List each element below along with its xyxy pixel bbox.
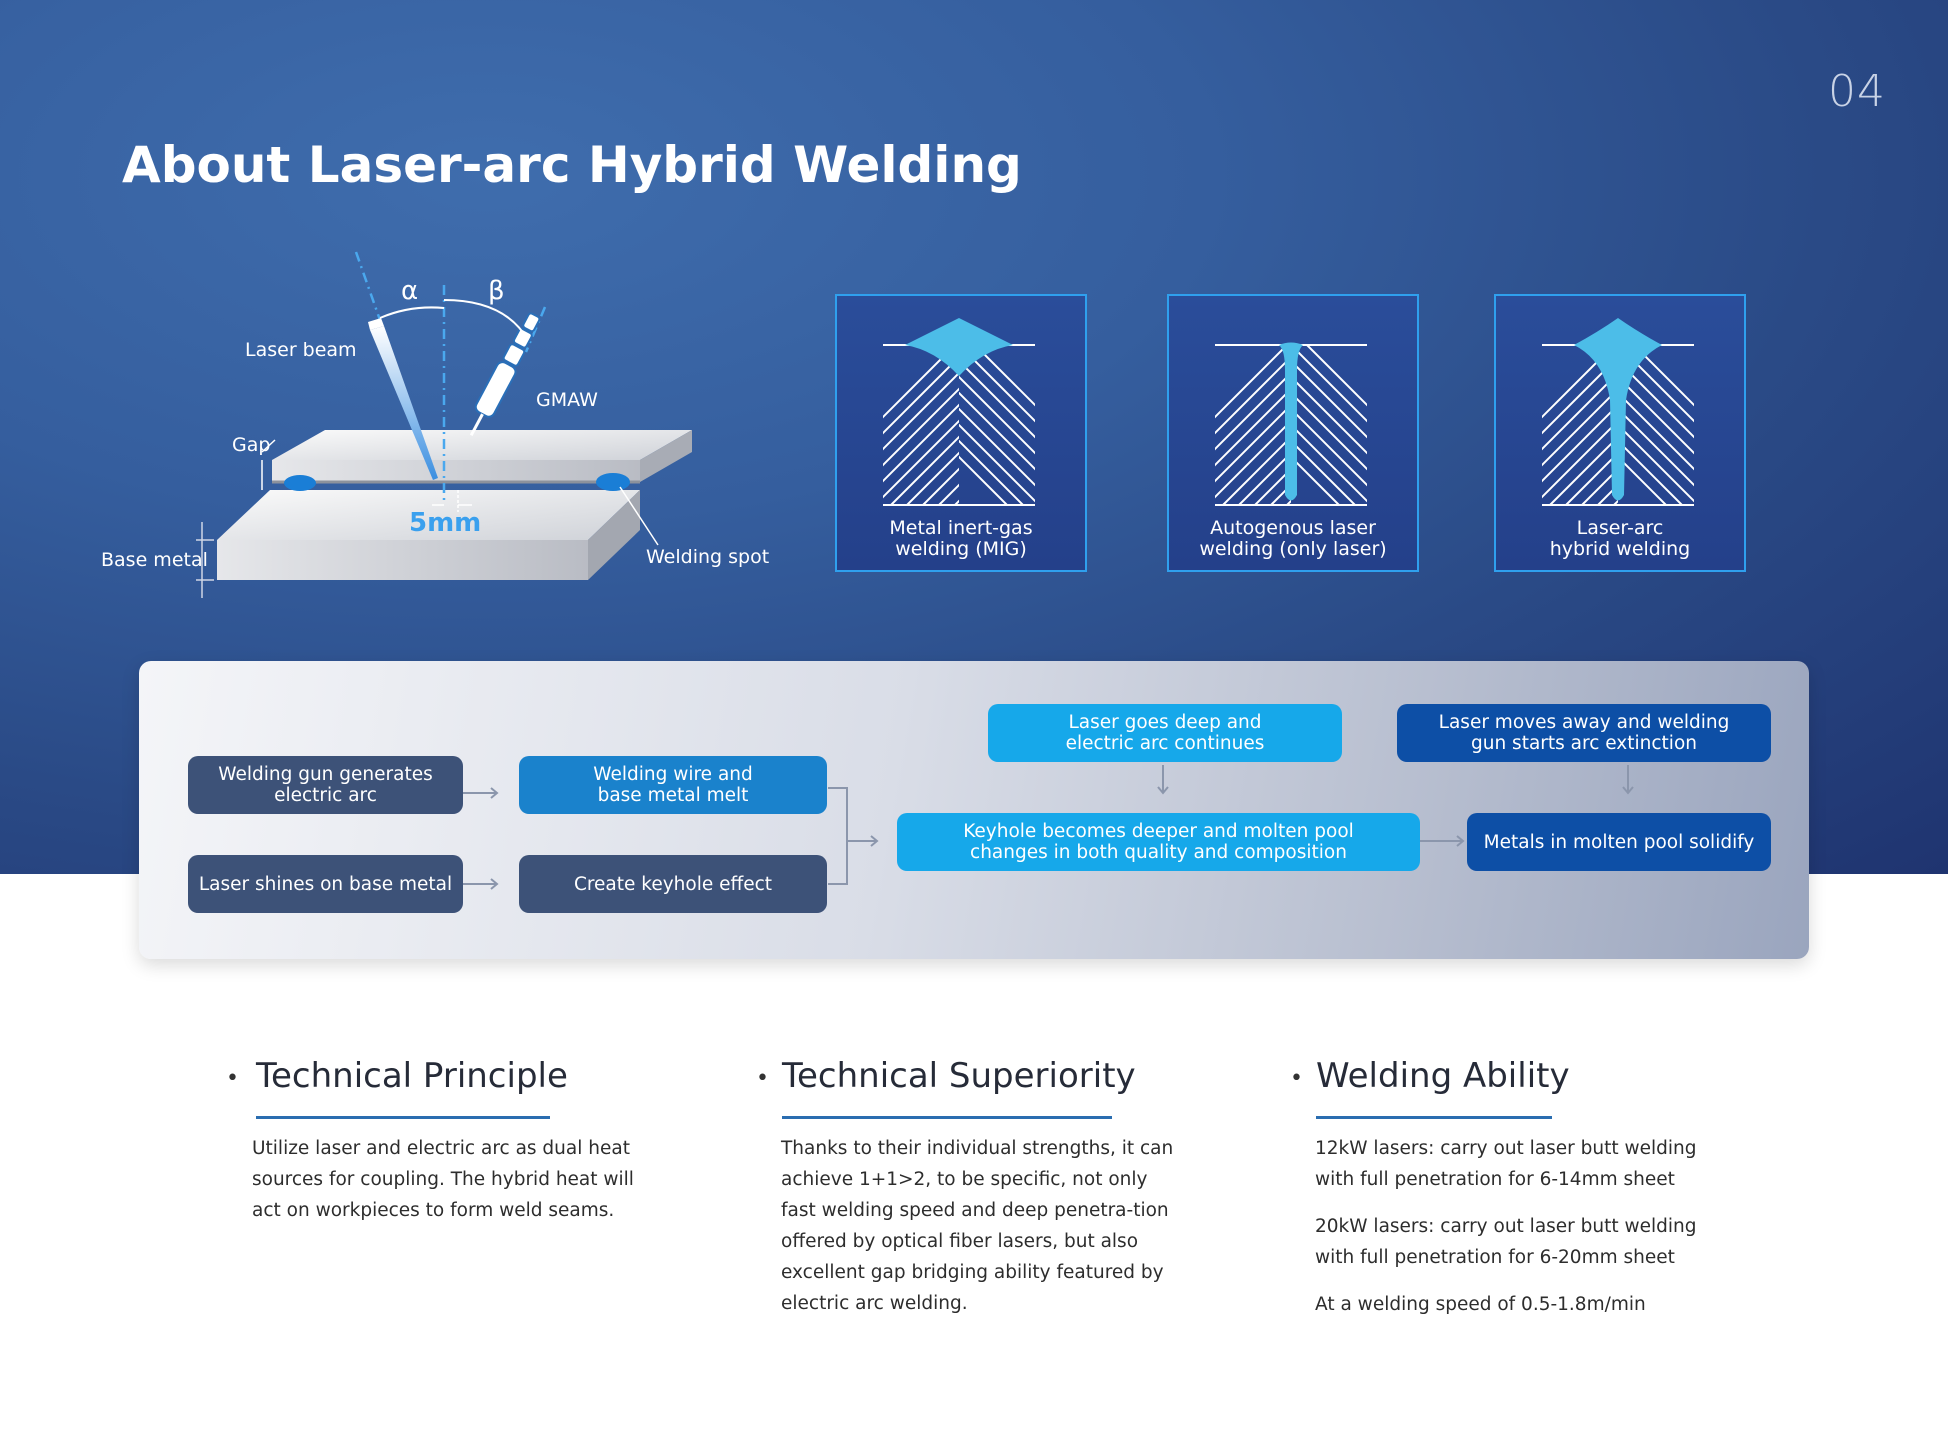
ability-body: 12kW lasers: carry out laser butt weldin… bbox=[1315, 1133, 1735, 1336]
mig-weld-cross-section-icon bbox=[883, 318, 1035, 506]
ability-underline bbox=[1316, 1116, 1552, 1119]
laser-beam-label: Laser beam bbox=[245, 339, 357, 361]
gmaw-torch-icon bbox=[469, 312, 541, 437]
front-plate bbox=[217, 490, 640, 540]
superiority-heading: Technical Superiority bbox=[782, 1056, 1136, 1096]
angle-beta-label: β bbox=[488, 276, 505, 306]
flow-step-laser-deep: Laser goes deep and electric arc continu… bbox=[988, 704, 1342, 762]
page-title: About Laser-arc Hybrid Welding bbox=[122, 136, 1022, 194]
flow-step-keyhole-effect: Create keyhole effect bbox=[519, 855, 827, 913]
page-number: 04 bbox=[1828, 66, 1886, 117]
process-flow-panel: Welding gun generates electric arc Laser… bbox=[139, 661, 1809, 959]
welding-spot-right bbox=[596, 473, 630, 491]
flow-step-wire-melt: Welding wire and base metal melt bbox=[519, 756, 827, 814]
principle-heading: Technical Principle bbox=[256, 1056, 568, 1096]
laser-weld-cross-section-icon bbox=[1215, 342, 1367, 506]
welding-spot-left bbox=[284, 475, 316, 491]
flow-step-laser-shines: Laser shines on base metal bbox=[188, 855, 463, 913]
flow-step-gun-arc: Welding gun generates electric arc bbox=[188, 756, 463, 814]
hybrid-weld-cross-section-icon bbox=[1542, 318, 1694, 506]
principle-body: Utilize laser and electric arc as dual h… bbox=[252, 1138, 634, 1221]
welding-spot-label: Welding spot bbox=[646, 546, 770, 568]
ability-line-12kw: 12kW lasers: carry out laser butt weldin… bbox=[1315, 1138, 1697, 1190]
flow-step-keyhole-deeper: Keyhole becomes deeper and molten pool c… bbox=[897, 813, 1420, 871]
welding-schematic-illustration bbox=[196, 251, 692, 598]
flow-step-laser-moves-away: Laser moves away and welding gun starts … bbox=[1397, 704, 1771, 762]
superiority-underline bbox=[782, 1116, 1112, 1119]
principle-underline bbox=[256, 1116, 550, 1119]
mig-welding-panel: Metal inert-gas welding (MIG) bbox=[835, 294, 1087, 572]
ability-bullet: • bbox=[1290, 1066, 1303, 1091]
hybrid-caption: Laser-arc hybrid welding bbox=[1549, 517, 1691, 560]
mig-caption: Metal inert-gas welding (MIG) bbox=[889, 517, 1033, 560]
laser-welding-panel: Autogenous laser welding (only laser) bbox=[1167, 294, 1419, 572]
flow-connectors bbox=[463, 765, 1634, 890]
gmaw-label: GMAW bbox=[536, 389, 598, 411]
hybrid-welding-panel: Laser-arc hybrid welding bbox=[1494, 294, 1746, 572]
superiority-body: Thanks to their individual strengths, it… bbox=[781, 1138, 1174, 1314]
back-plate bbox=[272, 430, 692, 460]
ability-heading: Welding Ability bbox=[1316, 1056, 1570, 1096]
laser-caption: Autogenous laser welding (only laser) bbox=[1199, 517, 1387, 560]
flow-step-metals-solidify: Metals in molten pool solidify bbox=[1467, 813, 1771, 871]
superiority-bullet: • bbox=[756, 1066, 769, 1091]
distance-label: 5mm bbox=[409, 508, 482, 538]
principle-bullet: • bbox=[226, 1066, 239, 1091]
laser-beam-icon bbox=[370, 326, 438, 480]
angle-alpha-label: α bbox=[401, 276, 419, 306]
gap-label: Gap bbox=[232, 434, 271, 456]
ability-line-speed: At a welding speed of 0.5-1.8m/min bbox=[1315, 1294, 1646, 1315]
base-metal-label: Base metal bbox=[101, 549, 208, 571]
ability-line-20kw: 20kW lasers: carry out laser butt weldin… bbox=[1315, 1216, 1697, 1268]
